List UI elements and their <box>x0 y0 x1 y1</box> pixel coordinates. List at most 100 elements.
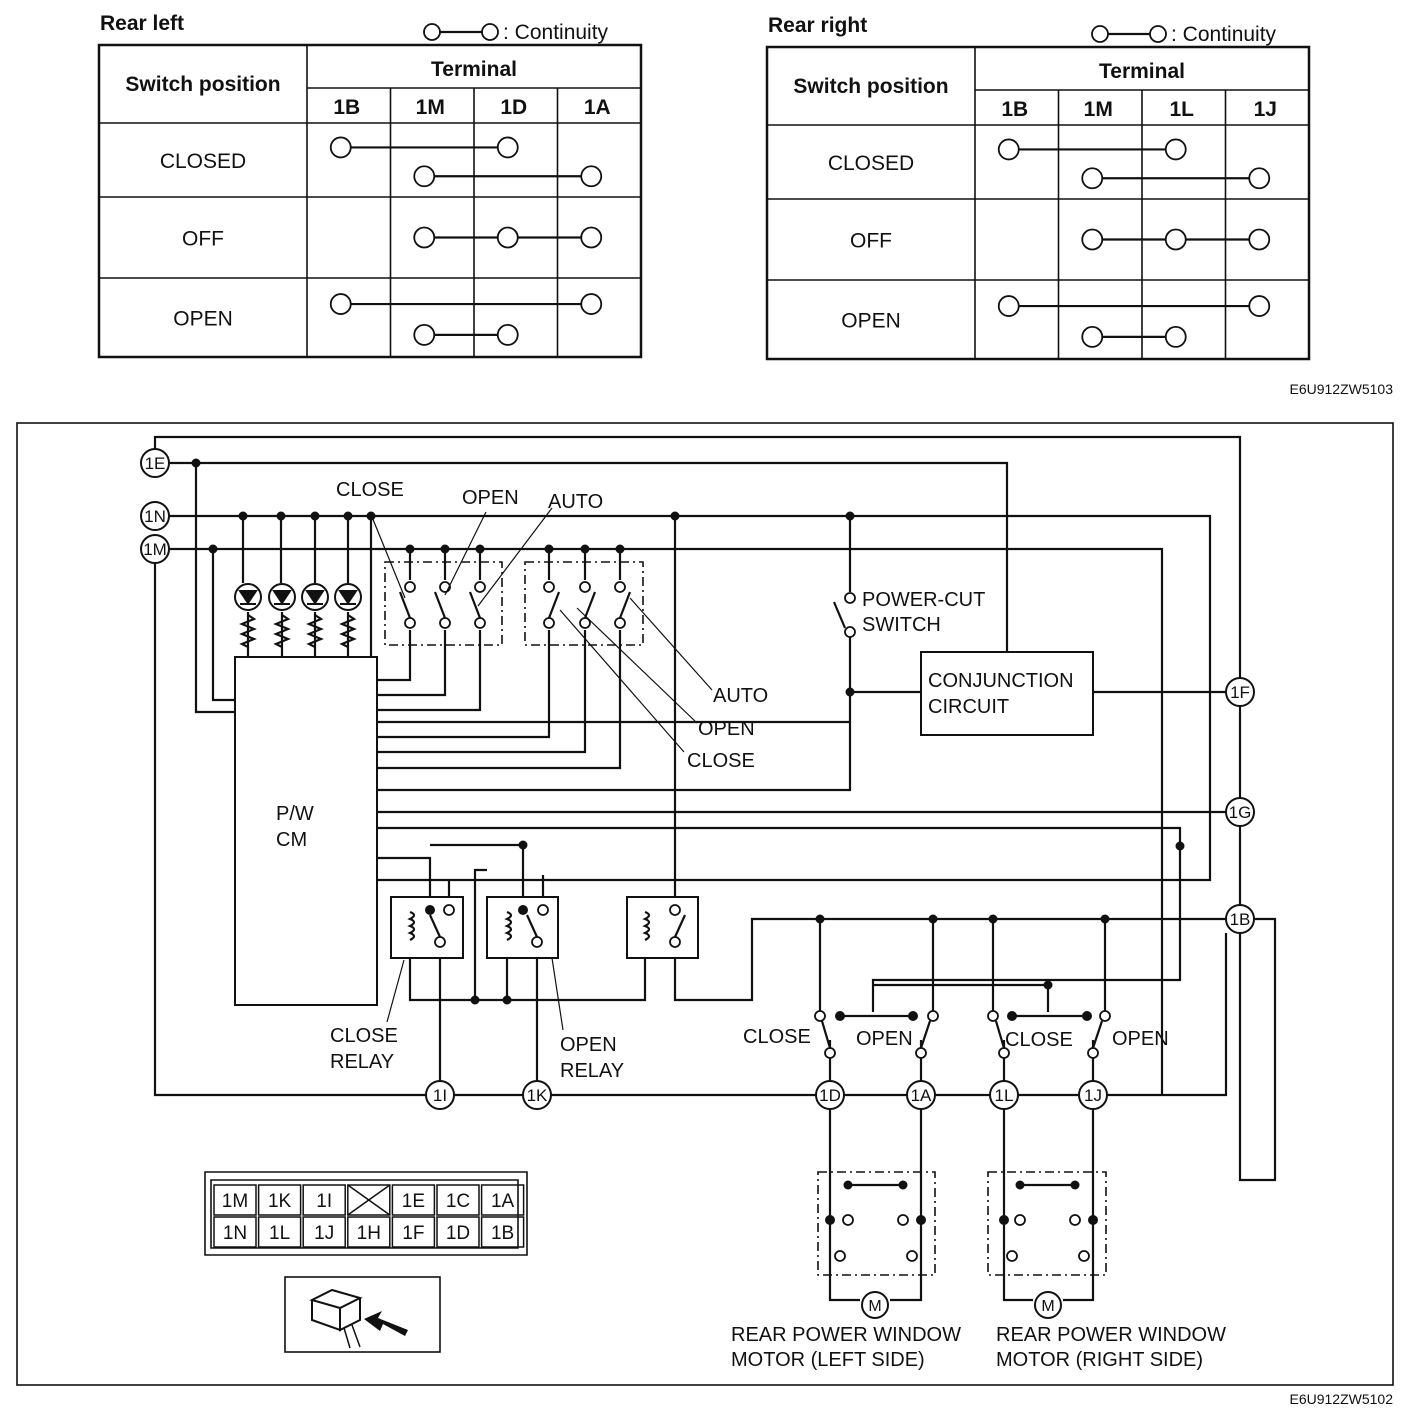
led-icon <box>268 583 296 611</box>
connector-pin <box>213 1184 257 1216</box>
label-motor-left-1: REAR POWER WINDOW <box>731 1324 961 1346</box>
continuity-point <box>580 165 603 188</box>
label-power-cut: POWER-CUT <box>862 589 985 611</box>
switch-position-header: Switch position <box>125 73 280 96</box>
label-open-relay-2: RELAY <box>560 1060 624 1082</box>
connector-pin <box>480 1216 525 1248</box>
svg-text:M: M <box>1041 1298 1054 1315</box>
relays <box>386 896 699 1031</box>
svg-text:1E: 1E <box>145 454 166 473</box>
connector-pin <box>391 1184 436 1216</box>
relay-coil-icon <box>407 910 416 941</box>
svg-text:1N: 1N <box>144 507 166 526</box>
svg-text:M: M <box>868 1298 881 1315</box>
connector-pin-label: 1L <box>269 1223 290 1244</box>
svg-text:1B: 1B <box>1230 910 1251 929</box>
connector-pin-label: 1C <box>446 1191 470 1212</box>
label-open-relay-1: OPEN <box>560 1034 617 1056</box>
row-label-closed: CLOSED <box>160 150 246 173</box>
continuity-point <box>997 138 1020 161</box>
terminal-1b: 1B <box>1225 904 1255 934</box>
resistor-icon <box>306 614 324 648</box>
connector-pin-label: 1E <box>402 1191 425 1212</box>
label-conjunction: CONJUNCTION <box>928 670 1074 692</box>
label-pw: P/W <box>276 803 314 825</box>
continuity-point <box>1081 167 1104 190</box>
connector-pin-label: 1D <box>446 1223 470 1244</box>
connector-pin <box>347 1184 391 1216</box>
connector-view-icon <box>284 1276 441 1353</box>
terminal-col-1M: 1M <box>416 96 445 119</box>
table-title: Rear right <box>768 14 867 37</box>
label-close: CLOSE <box>336 479 404 501</box>
led-icon <box>301 583 329 611</box>
connector-pin <box>347 1216 391 1248</box>
motor-icon: M <box>861 1291 889 1319</box>
continuity-point <box>496 226 519 249</box>
svg-text:1I: 1I <box>433 1086 447 1105</box>
terminal-1j: 1J <box>1078 1080 1108 1110</box>
continuity-legend: : Continuity <box>1091 23 1277 46</box>
continuity-point <box>1164 228 1187 251</box>
label-close-mid: CLOSE <box>687 750 755 772</box>
label-close-relay-2: RELAY <box>330 1051 394 1073</box>
resistor-icon <box>239 614 257 648</box>
connector-pin-label: 1N <box>223 1223 247 1244</box>
row-label-closed: CLOSED <box>828 152 914 175</box>
motor-switches <box>814 1010 1111 1059</box>
figure-code-top: E6U912ZW5103 <box>1289 381 1393 397</box>
terminal-1a: 1A <box>906 1080 936 1110</box>
continuity-point <box>1248 167 1271 190</box>
svg-text:1J: 1J <box>1084 1086 1102 1105</box>
svg-text:1G: 1G <box>1229 803 1252 822</box>
label-close-left: CLOSE <box>743 1026 811 1048</box>
svg-text:1D: 1D <box>819 1086 841 1105</box>
connector-pin-label: 1B <box>491 1223 514 1244</box>
terminal-col-1D: 1D <box>500 96 527 119</box>
svg-text:1F: 1F <box>1230 683 1250 702</box>
terminal-col-1B: 1B <box>1001 98 1028 121</box>
connector-pin-label: 1I <box>316 1191 332 1212</box>
connector-pin <box>257 1216 302 1248</box>
connector-pin <box>302 1216 346 1248</box>
label-circuit: CIRCUIT <box>928 696 1009 718</box>
motor-icon: M <box>1034 1291 1062 1319</box>
terminal-header: Terminal <box>1099 60 1185 83</box>
connector-pin-label: 1J <box>314 1223 334 1244</box>
connector-pin-label: 1K <box>268 1191 292 1212</box>
terminal-col-1L: 1L <box>1169 98 1194 121</box>
pw-cm-box <box>234 656 378 1006</box>
connector-pin <box>480 1184 525 1216</box>
connector-pin-label: 1H <box>357 1223 381 1244</box>
svg-text:1L: 1L <box>995 1086 1014 1105</box>
label-motor-right-2: MOTOR (RIGHT SIDE) <box>996 1349 1203 1371</box>
terminal-1k: 1K <box>522 1080 552 1110</box>
relay-coil-icon <box>504 910 513 941</box>
diagram-labels: CLOSE OPEN AUTO POWER-CUT SWITCH CONJUNC… <box>276 479 1226 1371</box>
terminal-col-1J: 1J <box>1254 98 1277 121</box>
terminal-1g: 1G <box>1225 797 1255 827</box>
row-label-off: OFF <box>850 230 892 253</box>
terminal-1d: 1D <box>815 1080 845 1110</box>
led-icon <box>234 583 262 611</box>
indicator-leds <box>234 583 362 648</box>
terminal-col-1B: 1B <box>333 96 360 119</box>
switch-position-header: Switch position <box>793 75 948 98</box>
row-label-off: OFF <box>182 228 224 251</box>
relay-coil-icon <box>642 910 651 941</box>
label-open-left: OPEN <box>856 1028 913 1050</box>
label-auto-mid: AUTO <box>713 685 768 707</box>
label-cm: CM <box>276 829 307 851</box>
label-motor-right-1: REAR POWER WINDOW <box>996 1324 1226 1346</box>
figure-code-bottom: E6U912ZW5102 <box>1289 1391 1393 1407</box>
connector-pin <box>213 1216 257 1248</box>
svg-text:: Continuity: : Continuity <box>503 21 609 44</box>
svg-text:1A: 1A <box>911 1086 932 1105</box>
junction-dots <box>191 458 1185 1190</box>
label-auto: AUTO <box>548 491 603 513</box>
continuity-point <box>1164 325 1187 348</box>
